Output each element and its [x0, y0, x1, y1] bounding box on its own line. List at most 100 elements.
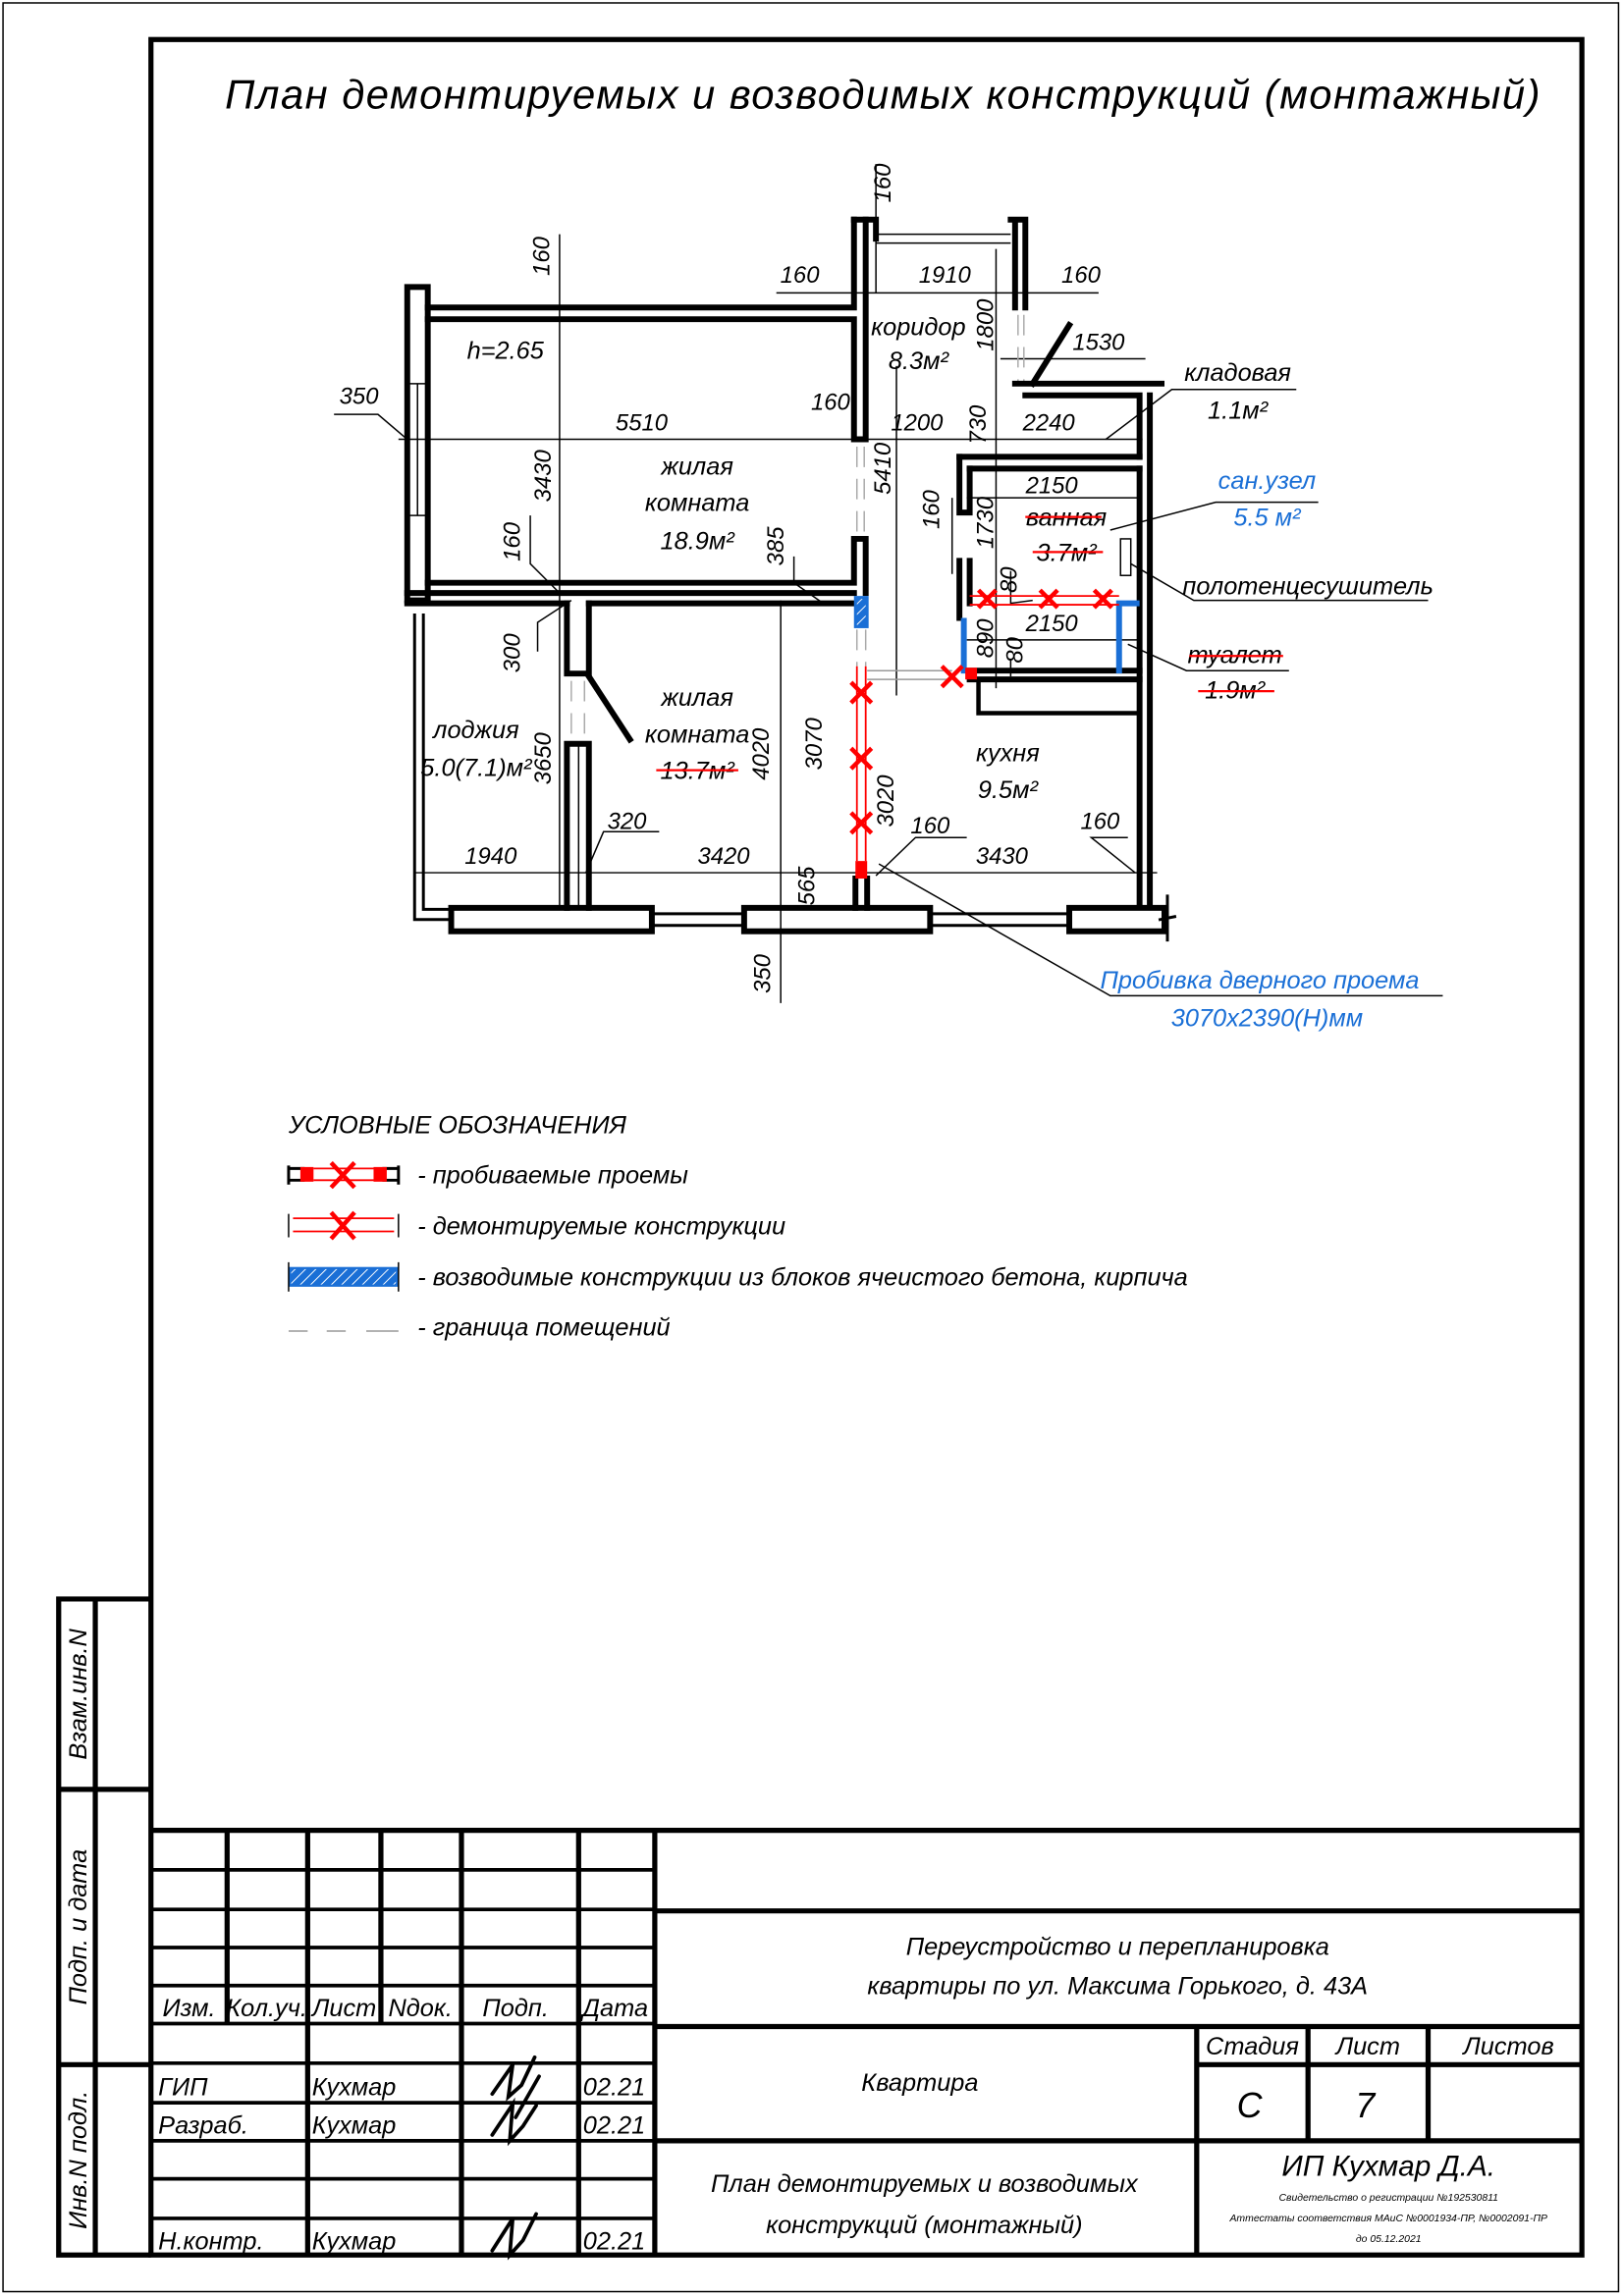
drawing-name-line1: План демонтируемых и возводимых — [711, 2170, 1139, 2198]
dim-label: 2150 — [1025, 611, 1079, 637]
date: 02.21 — [583, 2074, 645, 2102]
date: 02.21 — [583, 2227, 645, 2255]
legend-item-room-border: - граница помещений — [417, 1313, 670, 1341]
room-area-kitchen: 9.5м² — [978, 776, 1040, 804]
dim-label: 565 — [793, 866, 820, 906]
dim-label: 160 — [811, 390, 851, 416]
title-block: Изм. Кол.уч. Лист Nдок. Подп. Дата ГИП К… — [150, 1828, 1583, 2261]
dim-label: 160 — [1061, 262, 1102, 289]
dim-label: 350 — [340, 384, 380, 410]
dim-label: 80 — [1001, 636, 1028, 663]
object-name: Квартира — [861, 2069, 978, 2097]
name: Кухмар — [312, 2227, 397, 2255]
floor-plan: коридор 8.3м² кладовая 1.1м² h=2.65 жила… — [334, 163, 1443, 1033]
role: ГИП — [158, 2074, 208, 2102]
dim-label: 1940 — [464, 843, 517, 870]
stage-value: С — [1237, 2086, 1264, 2125]
sheet-label: Лист — [1334, 2033, 1400, 2060]
legend-symbol-new-walls — [288, 1261, 400, 1292]
dim-label: 3650 — [530, 731, 557, 784]
signatures — [490, 2055, 541, 2261]
side-stamp-label: Инв.N подл. — [65, 2091, 92, 2229]
inner-frame — [148, 36, 1585, 2258]
towel-rail-icon — [1119, 538, 1132, 576]
room-name-storage: кладовая — [1184, 359, 1291, 387]
dim-label: 3020 — [873, 774, 899, 828]
column-header: Изм. — [163, 1995, 216, 2022]
room-area-sanuzel: 5.5 м² — [1233, 505, 1302, 532]
project-title-line1: Переустройство и перепланировка — [906, 1933, 1329, 1960]
dim-label: 320 — [608, 808, 648, 834]
dim-label: 160 — [1080, 808, 1120, 834]
dim-label: 5510 — [616, 410, 669, 437]
dim-label: 1200 — [891, 410, 944, 437]
dim-label: 1910 — [919, 262, 972, 289]
column-header: Nдок. — [389, 1995, 453, 2022]
company-registration: Свидетельство о регистрации №192530811 — [1278, 2193, 1498, 2204]
table-row: ГИП Кухмар 02.21 — [158, 2074, 645, 2102]
legend-symbol-demolition — [288, 1210, 400, 1241]
legend-symbol-openings — [287, 1160, 401, 1190]
dim-label: 730 — [965, 404, 992, 445]
room-area-living1: 18.9м² — [661, 527, 736, 555]
dimension-labels: 160 160 1910 160 160 1800 1530 350 5510 … — [340, 163, 1125, 993]
walls — [404, 216, 1177, 942]
dim-label: 5410 — [870, 442, 896, 495]
dim-label: 160 — [781, 262, 821, 289]
room-area-storage: 1.1м² — [1208, 398, 1270, 425]
dim-label: 160 — [500, 521, 526, 561]
dim-label: 3420 — [697, 843, 750, 870]
company-certificates: Аттестаты соответствия МАиС №0001934-ПР,… — [1228, 2214, 1547, 2224]
column-header: Дата — [579, 1995, 648, 2022]
room-name-sanuzel: сан.узел — [1218, 467, 1316, 495]
room-area-loggia: 5.0(7.1)м² — [420, 755, 533, 782]
side-stamp-label: Подп. и дата — [65, 1849, 92, 2005]
room-name-living2: жилая — [660, 684, 733, 712]
dim-label: 2150 — [1025, 473, 1079, 500]
name: Кухмар — [312, 2111, 397, 2139]
name: Кухмар — [312, 2074, 397, 2102]
dim-label: 890 — [972, 618, 999, 659]
legend-title: УСЛОВНЫЕ ОБОЗНАЧЕНИЯ — [288, 1112, 627, 1140]
company-name: ИП Кухмар Д.А. — [1281, 2151, 1495, 2183]
dim-label: 160 — [910, 813, 950, 839]
dim-label: 3430 — [976, 843, 1029, 870]
column-header: Подп. — [482, 1995, 548, 2022]
dim-label: 300 — [500, 633, 526, 673]
dim-label: 350 — [750, 953, 777, 993]
column-header: Кол.уч. — [226, 1995, 307, 2022]
door-opening-note: Пробивка дверного проема — [1101, 967, 1420, 994]
room-name-living2-2: комната — [645, 721, 749, 748]
room-area-corridor: 8.3м² — [889, 347, 950, 375]
column-header: Лист — [310, 1995, 376, 2022]
stage-label: Стадия — [1206, 2033, 1299, 2060]
project-title-line2: квартиры по ул. Максима Горького, д. 43А — [867, 1973, 1368, 2001]
table-row: Н.контр. Кухмар 02.21 — [158, 2227, 645, 2255]
drawing-name-line2: конструкций (монтажный) — [766, 2212, 1082, 2239]
dim-label: 3070 — [801, 718, 828, 771]
side-stamp: Взам.инв.N Подп. и дата Инв.N подл. — [56, 1596, 151, 2258]
towel-rail-label: полотенцесушитель — [1182, 573, 1434, 601]
door-opening-size: 3070х2390(Н)мм — [1171, 1005, 1363, 1033]
room-name-corridor: коридор — [871, 314, 965, 342]
dim-label: 80 — [996, 566, 1022, 593]
dim-label: 1800 — [972, 298, 999, 351]
role: Н.контр. — [158, 2227, 263, 2255]
role: Разраб. — [158, 2111, 248, 2139]
legend: УСЛОВНЫЕ ОБОЗНАЧЕНИЯ - пробиваемые проем… — [287, 1112, 1188, 1341]
dim-label: 4020 — [748, 727, 775, 780]
legend-item-new-walls: - возводимые конструкции из блоков ячеис… — [417, 1264, 1188, 1292]
dim-label: 160 — [870, 163, 896, 203]
company-certificates-date: до 05.12.2021 — [1356, 2234, 1422, 2245]
drawing-title: План демонтируемых и возводимых конструк… — [225, 71, 1542, 117]
demolition-marks — [849, 588, 1119, 880]
ceiling-height: h=2.65 — [467, 337, 545, 364]
room-name-living1: жилая — [660, 453, 733, 480]
legend-item-demolition: - демонтируемые конструкции — [417, 1213, 785, 1241]
new-walls — [853, 596, 1140, 674]
table-row: Разраб. Кухмар 02.21 — [158, 2111, 645, 2139]
dim-label: 1730 — [972, 496, 999, 549]
dim-label: 3430 — [530, 450, 557, 503]
